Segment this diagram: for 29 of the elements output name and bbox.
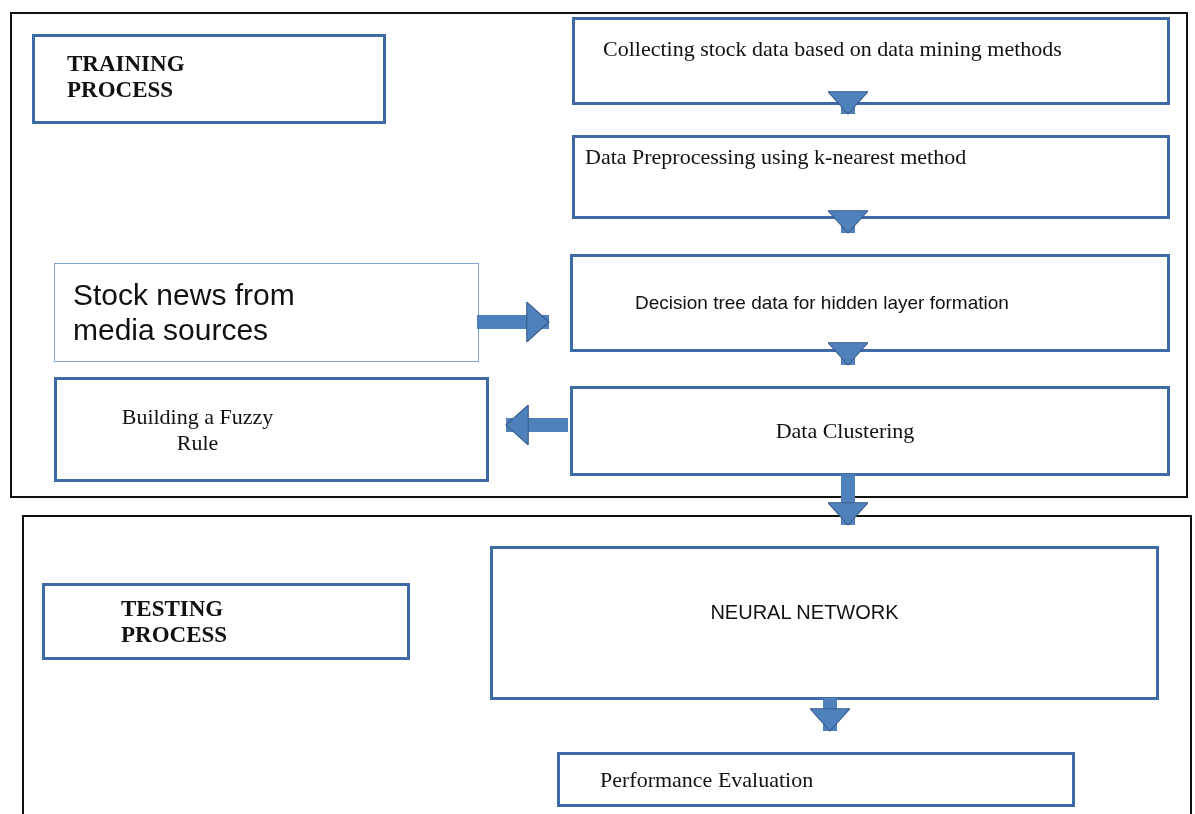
process-box <box>572 135 1170 219</box>
block-arrow <box>827 474 869 526</box>
process-box <box>570 386 1170 476</box>
group-frame <box>10 12 1188 498</box>
process-box <box>54 377 489 482</box>
box-label: Stock news from media sources <box>73 278 296 347</box>
process-box <box>557 752 1075 807</box>
group-frame <box>22 515 1192 814</box>
box-label: Performance Evaluation <box>600 766 814 793</box>
block-arrow <box>505 404 568 446</box>
section-heading: TRAINING PROCESS <box>67 51 186 104</box>
box-label: Building a Fuzzy Rule <box>120 404 275 455</box>
section-heading: TESTING PROCESS <box>121 596 229 649</box>
process-box <box>570 254 1170 352</box>
box-label: NEURAL NETWORK <box>710 601 899 624</box>
process-box <box>42 583 410 660</box>
block-arrow <box>477 301 550 343</box>
process-box <box>572 17 1170 105</box>
process-box <box>32 34 386 124</box>
box-label: Decision tree data for hidden layer formation <box>635 292 1009 314</box>
process-box <box>490 546 1159 700</box>
block-arrow <box>827 342 869 366</box>
box-label: Collecting stock data based on data mining methods <box>603 36 1062 62</box>
block-arrow <box>827 210 869 234</box>
box-label: Data Clustering <box>775 418 915 444</box>
block-arrow <box>827 91 869 115</box>
input-box <box>54 263 479 362</box>
block-arrow <box>809 698 851 732</box>
box-label: Data Preprocessing using k-nearest method <box>585 144 967 170</box>
